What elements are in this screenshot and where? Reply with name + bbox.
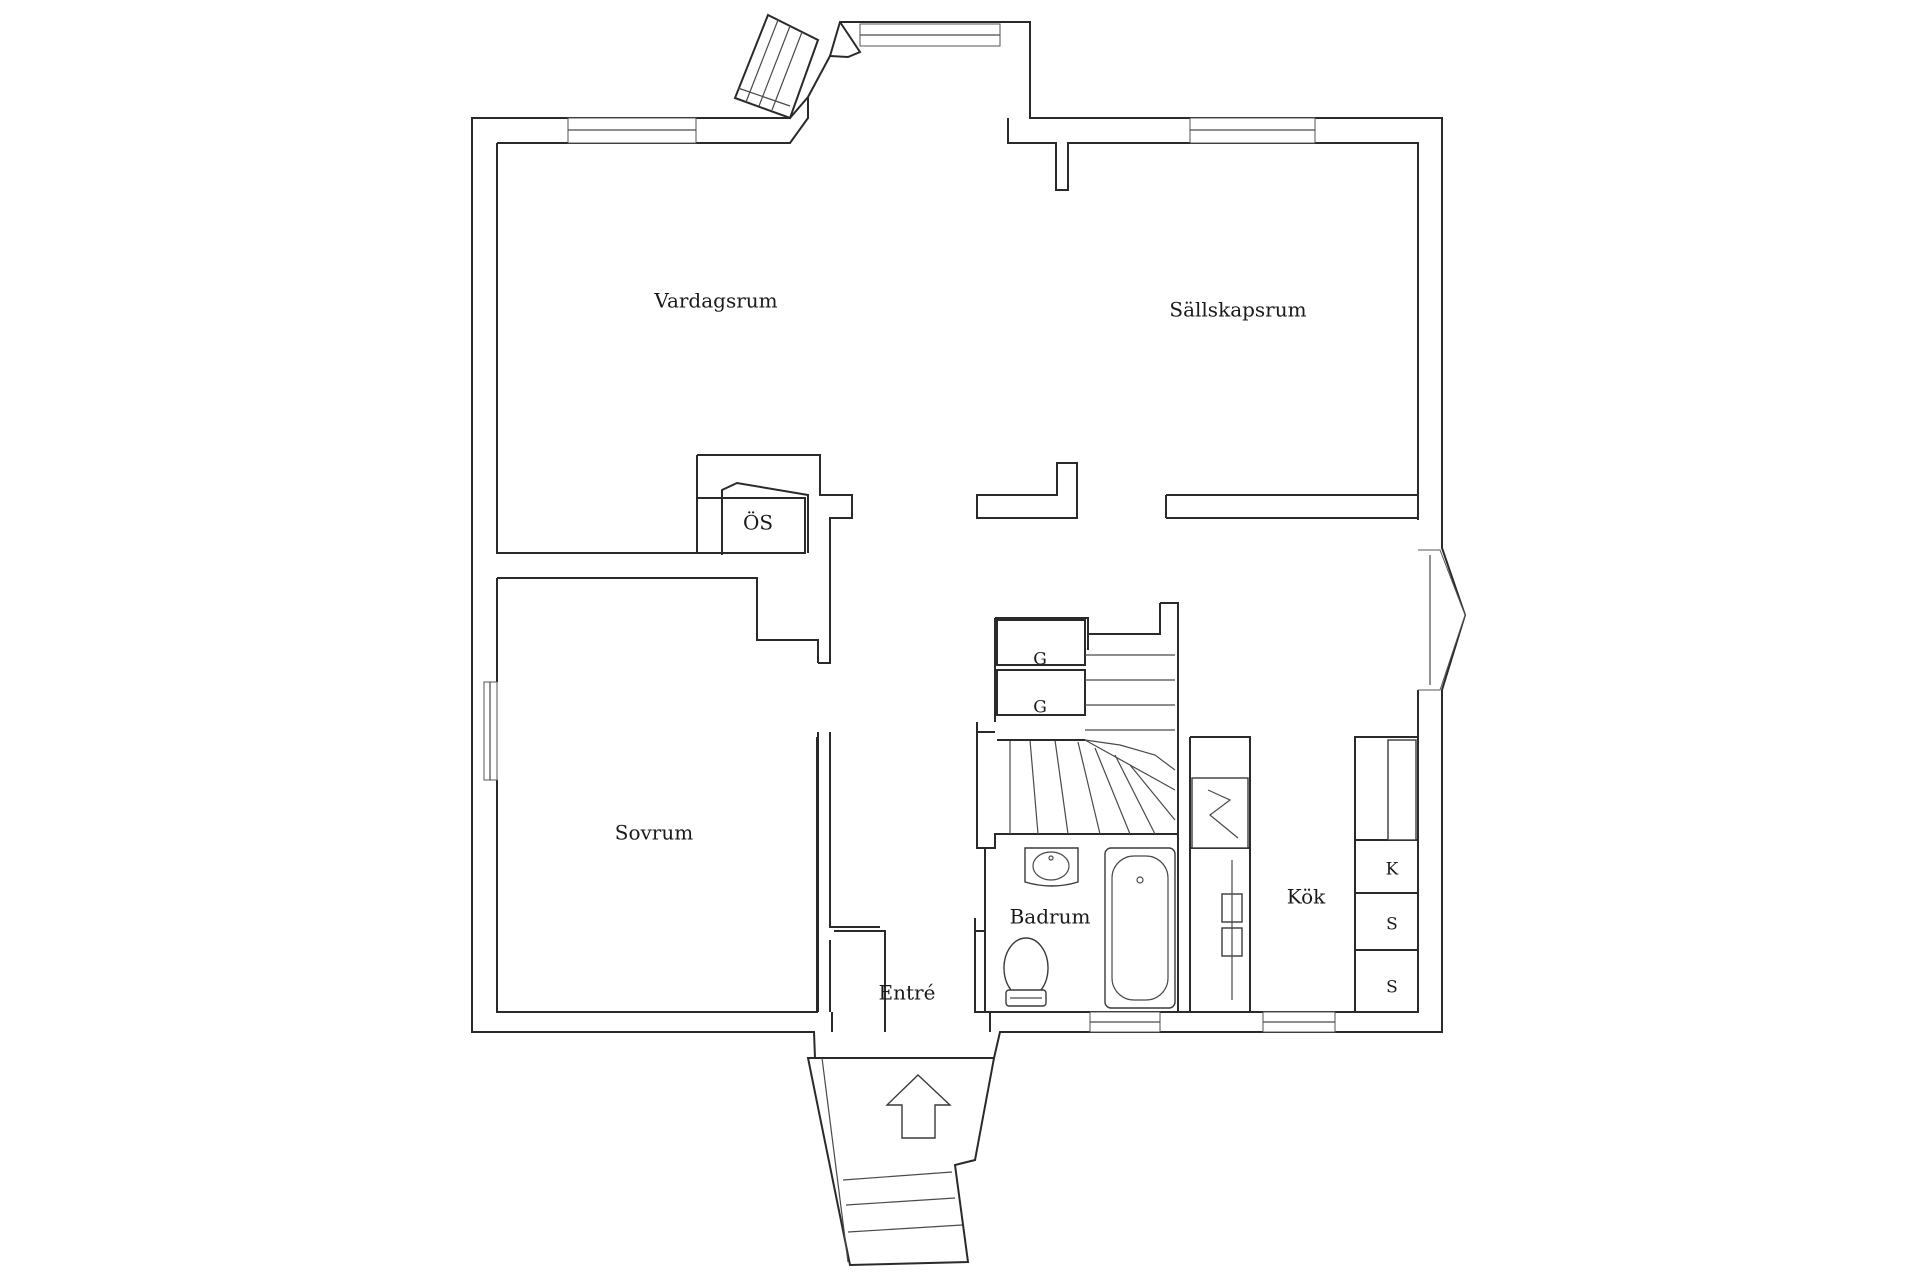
mark-garderob-2: G [1033, 698, 1047, 718]
closet-g-upper [996, 619, 1086, 666]
window-bay-right [1418, 549, 1466, 691]
mark-skap-1: S [1386, 915, 1398, 935]
staircase [996, 619, 1176, 835]
label-oppen-spis: ÖS [743, 510, 773, 535]
bathtub [1104, 847, 1176, 1009]
entrance-arrow-icon [885, 1074, 952, 1139]
entry-stairs [806, 1057, 996, 1267]
bathroom-fixtures [1003, 847, 1176, 1009]
room-labels: Vardagsrum Sällskapsrum Sovrum Badrum Kö… [615, 289, 1399, 1005]
stair-top-left [733, 13, 820, 120]
label-sallskapsrum: Sällskapsrum [1169, 298, 1306, 322]
stove [1191, 777, 1249, 849]
interior-walls [696, 454, 1419, 1013]
closet-g-lower [996, 669, 1086, 716]
stove-chimney-symbol [1207, 789, 1239, 839]
label-sovrum: Sovrum [615, 821, 693, 845]
kitchen-tall-cabinet [1387, 739, 1417, 841]
toilet-bowl [1003, 937, 1049, 999]
mark-garderob-1: G [1033, 650, 1047, 670]
windows [483, 23, 1466, 1033]
label-kok: Kök [1287, 885, 1326, 909]
label-badrum: Badrum [1010, 905, 1091, 929]
label-entre: Entré [879, 981, 936, 1005]
mark-skap-2: S [1386, 978, 1398, 998]
mark-kyl: K [1386, 860, 1399, 880]
label-vardagsrum: Vardagsrum [653, 289, 777, 313]
